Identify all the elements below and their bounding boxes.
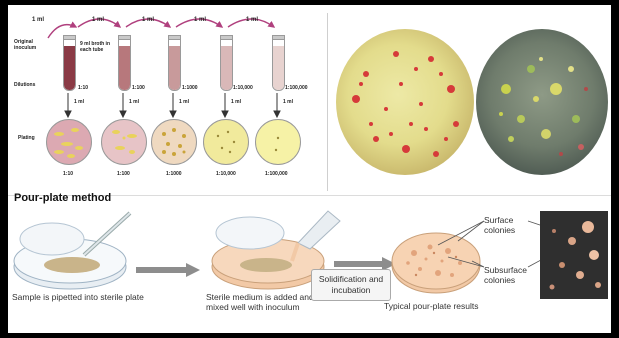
colony-micrograph [540, 211, 608, 299]
plate-label-1: 1:10 [63, 171, 73, 177]
down-label-4: 1 ml [231, 99, 241, 105]
dilution-tube-2 [118, 35, 131, 91]
solidification-box: Solidification and incubation [311, 269, 391, 301]
step1-caption: Sample is pipetted into sterile plate [12, 292, 162, 302]
dilution-tube-1 [63, 35, 76, 91]
plate-label-2: 1:100 [117, 171, 130, 177]
dilution-tube-5 [272, 35, 285, 91]
plate-4 [203, 119, 249, 165]
panel-divider [327, 13, 328, 191]
plate-label-4: 1:10,000 [216, 171, 236, 177]
transfer-label-1: 1 ml [32, 17, 44, 23]
broth-note: 9 ml broth in each tube [80, 41, 118, 53]
dilution-tube-3 [168, 35, 181, 91]
plate-5 [255, 119, 301, 165]
transfer-label-4: 1 ml [194, 17, 206, 23]
surface-colonies-label: Surface colonies [484, 215, 534, 235]
transfer-label-2: 1 ml [92, 17, 104, 23]
step2-caption: Sterile medium is added and mixed well w… [206, 292, 324, 312]
petri-photo-yellow [336, 29, 474, 175]
step1-illustration [12, 205, 142, 293]
plate-label-3: 1:1000 [166, 171, 182, 177]
plate-1 [46, 119, 92, 165]
dilution-tube-4 [220, 35, 233, 91]
petri-photo-green [476, 29, 608, 175]
subsurface-colonies-label: Subsurface colonies [484, 265, 540, 285]
transfer-label-5: 1 ml [246, 17, 258, 23]
solidification-label: Solidification and incubation [312, 274, 390, 296]
plating-arrows [8, 91, 328, 121]
plate-2 [101, 119, 147, 165]
pour-plate-title: Pour-plate method [14, 192, 111, 204]
arrow-right-1 [136, 263, 200, 277]
original-inoculum-label: Original inoculum [14, 39, 48, 51]
down-label-5: 1 ml [283, 99, 293, 105]
plate-3 [151, 119, 197, 165]
down-label-2: 1 ml [129, 99, 139, 105]
down-label-1: 1 ml [74, 99, 84, 105]
step3-caption: Typical pour-plate results [384, 301, 479, 311]
dilutions-label: Dilutions [14, 82, 35, 88]
transfer-label-3: 1 ml [142, 17, 154, 23]
plate-label-5: 1:100,000 [265, 171, 288, 177]
figure: 1 ml 1 ml 1 ml 1 ml 1 ml Original inocul… [8, 5, 611, 333]
down-label-3: 1 ml [179, 99, 189, 105]
plating-label: Plating [18, 135, 35, 141]
